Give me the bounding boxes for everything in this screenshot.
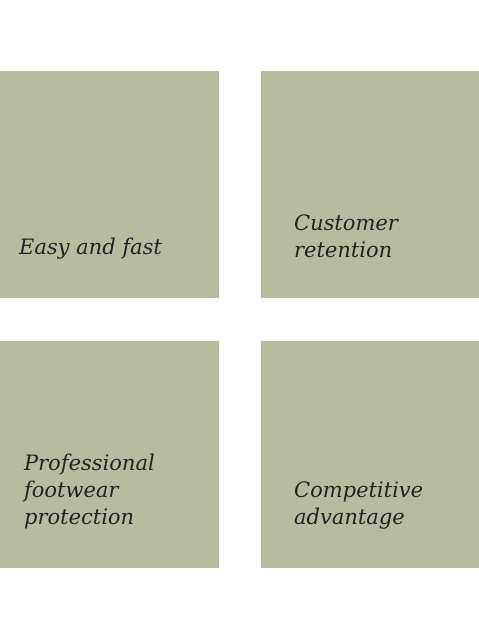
benefit-tile-easy-and-fast: Easy and fast [0,71,219,298]
benefit-label: Competitive advantage [294,478,424,529]
benefit-label: Customer retention [294,211,398,262]
benefit-label: Easy and fast [19,235,162,259]
benefit-tile-competitive-advantage: Competitive advantage [261,341,479,568]
benefit-tile-professional-footwear-protection: Professional footwear protection [0,341,219,568]
benefit-tile-customer-retention: Customer retention [261,71,479,298]
benefit-label: Professional footwear protection [24,451,155,529]
